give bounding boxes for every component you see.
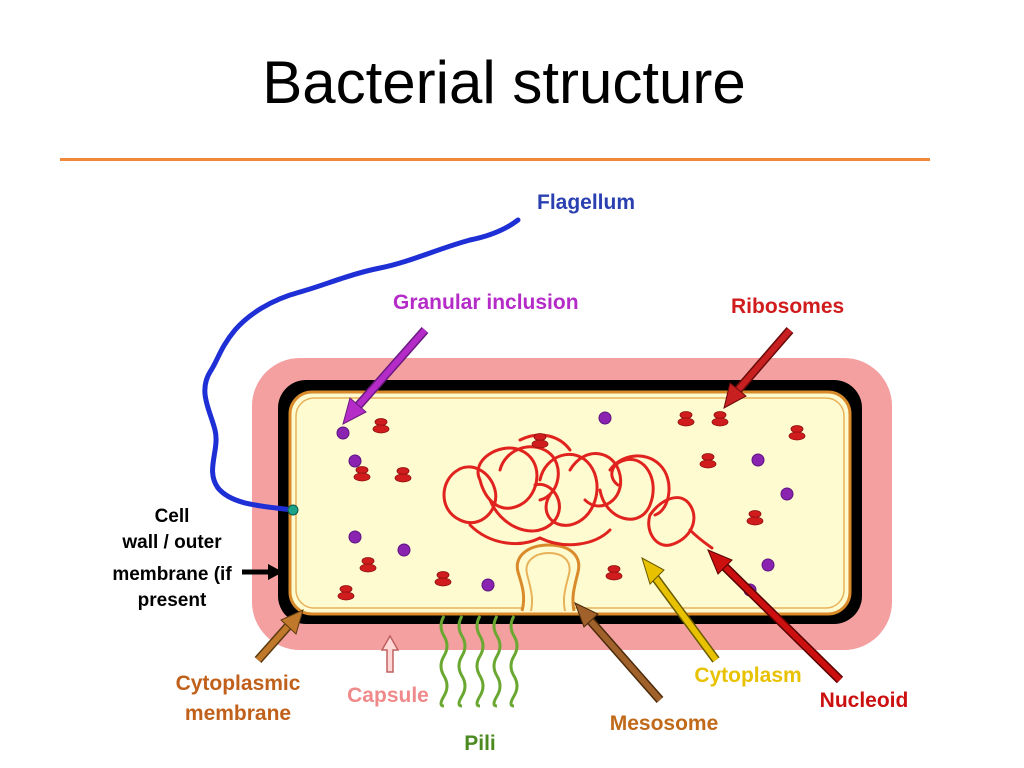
flagellum bbox=[202, 217, 521, 513]
granular-inclusion-arrow bbox=[342, 327, 429, 425]
mesosome-arrow bbox=[574, 602, 664, 703]
label-flagellum: Flagellum bbox=[537, 191, 635, 214]
slide-title: Bacterial structure bbox=[262, 49, 746, 116]
flagellum-basal-body bbox=[287, 504, 299, 516]
cytoplasm-arrow bbox=[641, 556, 720, 663]
label-cell-wall-line3: membrane (if bbox=[112, 564, 232, 585]
label-cytoplasmic-line2: membrane bbox=[185, 702, 291, 725]
label-pili: Pili bbox=[464, 732, 496, 755]
label-cytoplasm: Cytoplasm bbox=[694, 664, 801, 687]
granular-inclusions bbox=[336, 411, 794, 597]
cytoplasmic-membrane-arrow bbox=[254, 609, 304, 663]
label-granular-inclusion: Granular inclusion bbox=[393, 291, 579, 314]
cell-wall-arrow bbox=[242, 564, 283, 580]
label-ribosomes: Ribosomes bbox=[731, 295, 844, 318]
capsule-arrow bbox=[380, 634, 400, 673]
pili bbox=[439, 615, 519, 708]
ribosomes bbox=[337, 411, 806, 601]
label-cell-wall-line4: present bbox=[138, 590, 207, 611]
label-capsule: Capsule bbox=[347, 684, 429, 707]
label-cell-wall-line2: wall / outer bbox=[121, 532, 222, 553]
ribosomes-arrow bbox=[723, 327, 794, 409]
nucleoid-arrow bbox=[707, 549, 844, 684]
cytoplasmic-membrane bbox=[288, 390, 852, 616]
mesosome bbox=[515, 543, 581, 612]
label-cytoplasmic-line1: Cytoplasmic bbox=[176, 672, 301, 695]
label-nucleoid: Nucleoid bbox=[820, 689, 909, 712]
label-cell-wall-line1: Cell bbox=[155, 506, 190, 527]
nucleoid-dna bbox=[442, 433, 714, 550]
title-divider bbox=[60, 158, 930, 161]
label-mesosome: Mesosome bbox=[610, 712, 719, 735]
